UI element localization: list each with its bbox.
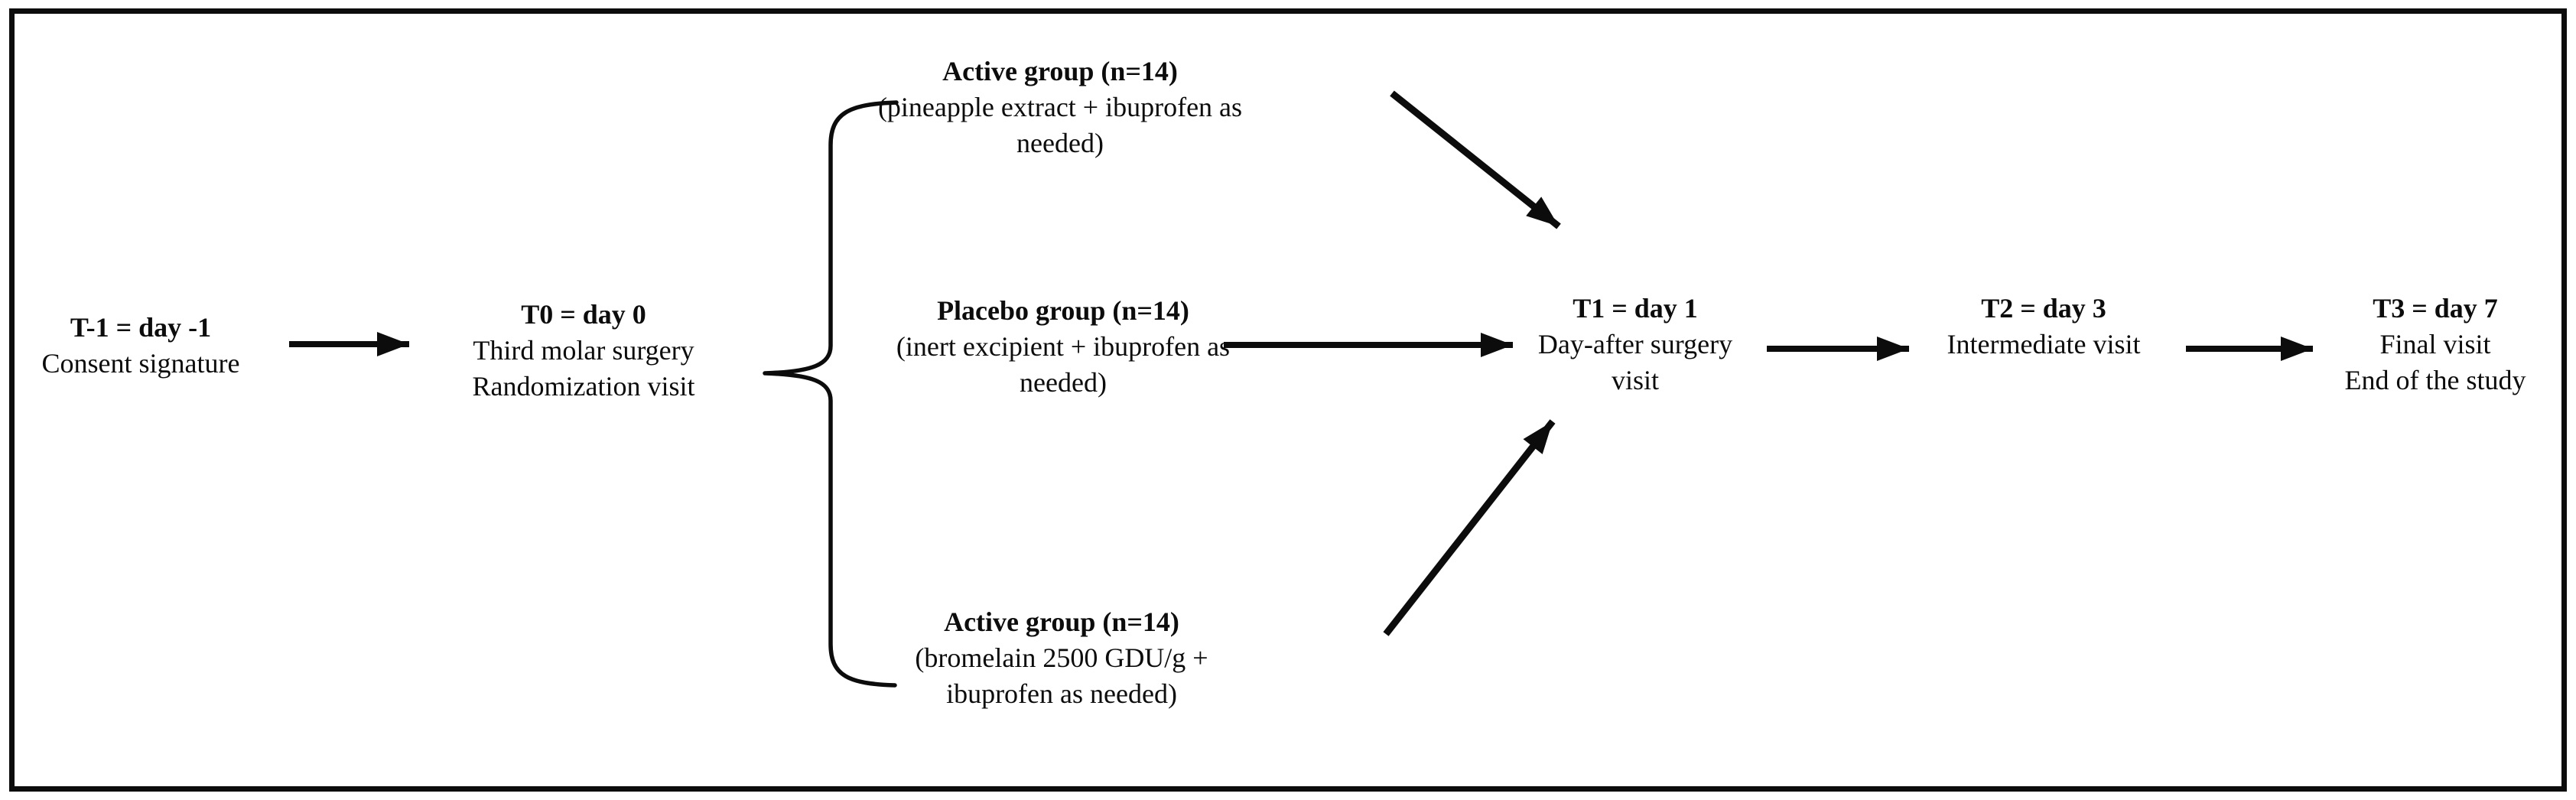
- node-intermediate-line: Intermediate visit: [1947, 329, 2141, 359]
- group-bromelain-line: (bromelain 2500 GDU/g +: [915, 642, 1208, 673]
- split-brace: [763, 100, 899, 688]
- group-placebo-title: Placebo group (n=14): [937, 295, 1189, 326]
- node-final-line: End of the study: [2344, 365, 2526, 395]
- node-final-visit: T3 = day 7 Final visit End of the study: [2345, 291, 2526, 398]
- node-consent-line: Consent signature: [41, 348, 240, 379]
- arrow-bromelain-to-t1: [1383, 419, 1556, 636]
- node-surgery-title: T0 = day 0: [521, 299, 646, 330]
- node-day-after-line: Day-after surgery: [1537, 329, 1733, 359]
- group-pineapple: Active group (n=14) (pineapple extract +…: [878, 54, 1242, 161]
- group-bromelain: Active group (n=14) (bromelain 2500 GDU/…: [915, 604, 1208, 712]
- node-intermediate-visit: T2 = day 3 Intermediate visit: [1947, 291, 2141, 363]
- node-surgery-randomization: T0 = day 0 Third molar surgery Randomiza…: [473, 297, 695, 405]
- node-surgery-line: Randomization visit: [472, 371, 695, 402]
- group-pineapple-title: Active group (n=14): [942, 56, 1178, 86]
- outer-border: [9, 8, 2567, 792]
- group-placebo-line: (inert excipient + ibuprofen as: [896, 331, 1231, 362]
- group-placebo: Placebo group (n=14) (inert excipient + …: [896, 293, 1230, 401]
- node-surgery-line: Third molar surgery: [473, 335, 694, 366]
- node-day-after-line: visit: [1611, 365, 1659, 395]
- node-final-line: Final visit: [2379, 329, 2491, 359]
- group-bromelain-line: ibuprofen as needed): [946, 678, 1177, 709]
- node-day-after-visit: T1 = day 1 Day-after surgery visit: [1538, 291, 1732, 398]
- arrow-pineapple-to-t1: [1390, 90, 1561, 229]
- node-consent: T-1 = day -1 Consent signature: [42, 310, 240, 382]
- node-day-after-title: T1 = day 1: [1573, 293, 1698, 324]
- node-final-title: T3 = day 7: [2373, 293, 2498, 324]
- node-intermediate-title: T2 = day 3: [1981, 293, 2106, 324]
- group-pineapple-line: needed): [1016, 128, 1104, 158]
- group-pineapple-line: (pineapple extract + ibuprofen as: [877, 92, 1243, 122]
- group-bromelain-title: Active group (n=14): [944, 607, 1179, 637]
- group-placebo-line: needed): [1020, 367, 1107, 398]
- node-consent-title: T-1 = day -1: [70, 312, 212, 343]
